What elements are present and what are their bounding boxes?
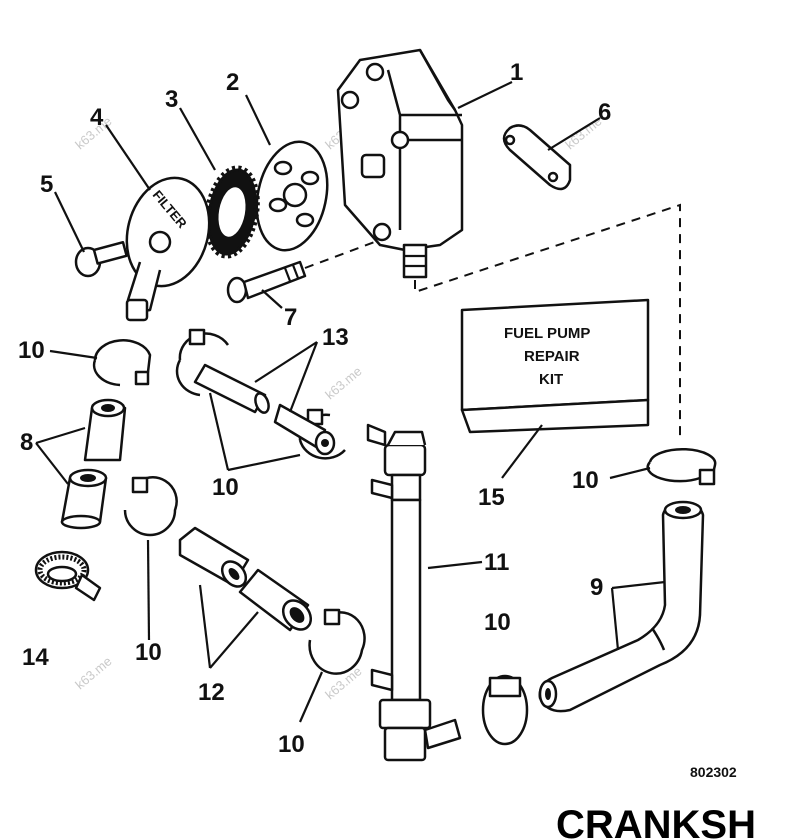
callout-10-bottom-right: 10 [484, 609, 511, 636]
clamp [646, 447, 717, 486]
clamp [92, 339, 152, 387]
worm-hose-clamp [34, 550, 102, 602]
gasket-gear [204, 165, 260, 259]
kit-label-line2: REPAIR [524, 348, 580, 365]
callout-10-lower-left: 10 [135, 639, 162, 666]
callout-7: 7 [284, 304, 297, 331]
clamp [308, 608, 366, 675]
callout-13: 13 [322, 324, 349, 351]
callout-10-right: 10 [572, 467, 599, 494]
callout-14: 14 [22, 644, 49, 671]
callout-11: 11 [484, 549, 509, 576]
callout-6: 6 [598, 99, 611, 126]
kit-label-line3: KIT [539, 371, 563, 388]
callout-3: 3 [165, 86, 178, 113]
callout-8: 8 [20, 429, 33, 456]
callout-numbers: 1 2 3 4 5 6 7 8 9 10 10 10 10 10 10 10 1… [18, 59, 611, 758]
callout-15: 15 [478, 484, 505, 511]
callout-1: 1 [510, 59, 523, 86]
diaphragm-plate [255, 140, 329, 252]
reference-number: 802302 [690, 764, 737, 780]
callout-2: 2 [226, 69, 239, 96]
filter-screw [74, 240, 128, 278]
elbow-fitting-upper [193, 363, 270, 414]
elbow-fitting-lower [273, 403, 336, 456]
clamp [123, 476, 178, 537]
callout-10-middle: 10 [212, 474, 239, 501]
clamp [481, 674, 529, 746]
short-hose-lower [60, 468, 108, 530]
callout-5: 5 [40, 171, 53, 198]
dashed-line-pump-to-hose [414, 203, 681, 440]
footer-heading: CRANKSH [556, 803, 756, 840]
callout-10-bottom: 10 [278, 731, 305, 758]
watermark: k63.me [322, 363, 364, 402]
fuel-filter-tube [366, 423, 462, 762]
callout-12: 12 [198, 679, 225, 706]
elbow-hose [538, 500, 705, 713]
mounting-gasket [502, 124, 572, 191]
filter-cover: FILTER [125, 176, 211, 322]
fuel-pump-body [336, 48, 464, 279]
hose-12-upper [178, 526, 250, 588]
clamp [175, 328, 230, 397]
leader-lines [35, 81, 666, 723]
kit-label-line1: FUEL PUMP [504, 325, 590, 342]
watermark: k63.me [72, 653, 114, 692]
dashed-line-bolt [304, 239, 381, 269]
pump-bolt [226, 260, 307, 304]
callout-9: 9 [590, 574, 603, 601]
hose-12-lower [238, 568, 313, 632]
callout-4: 4 [90, 104, 104, 131]
callout-10-upper-left: 10 [18, 337, 45, 364]
short-hose-upper [83, 398, 127, 462]
repair-kit-box: FUEL PUMP REPAIR KIT [460, 298, 650, 434]
